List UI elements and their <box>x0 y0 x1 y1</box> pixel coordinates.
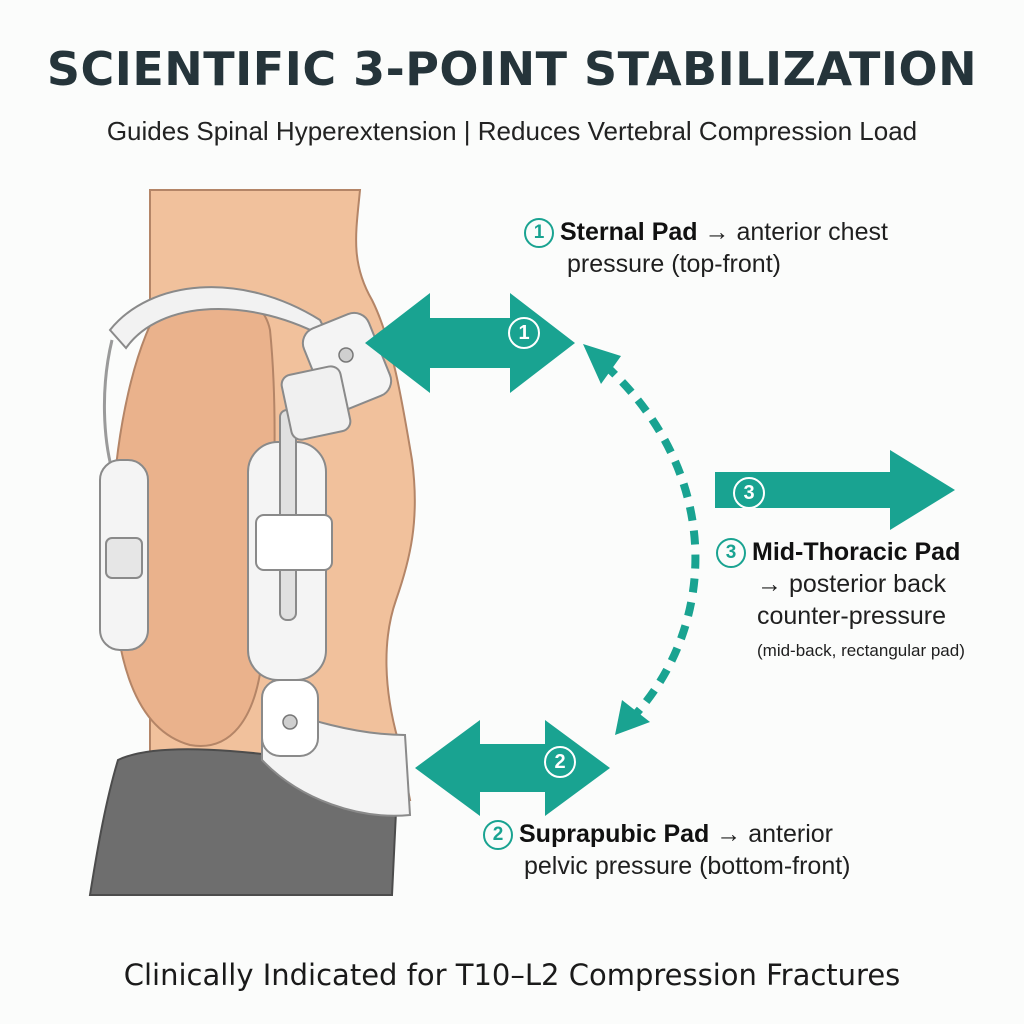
numbered-badge-icon-2: 2 <box>483 820 513 850</box>
force-arrow-icon-2 <box>415 720 610 816</box>
page-subtitle: Guides Spinal Hyperextension | Reduces V… <box>106 116 918 146</box>
curved-dashed-arrow-icon <box>602 362 700 718</box>
force-arrow-icon-3 <box>715 450 955 530</box>
suprapubic-pad-arrow: → <box>716 820 742 848</box>
sternal-pad-name: Sternal Pad <box>560 218 698 246</box>
brace <box>99 286 412 817</box>
sternal-pivot <box>338 347 354 363</box>
mid-thoracic-pad-arrow: → <box>757 570 782 598</box>
numbered-badge-icon-1: 1 <box>524 218 554 248</box>
mid-thoracic-clip <box>105 537 143 579</box>
arrow-badge-3: 3 <box>733 477 765 509</box>
back-cable <box>102 339 114 471</box>
sternal-pad-arrow: → <box>704 218 730 246</box>
curved-arrow-head-bottom <box>615 700 650 735</box>
mid-thoracic-pad-note: (mid-back, rectangular pad) <box>757 641 965 660</box>
suprapubic-pad-desc-2: pelvic pressure (bottom-front) <box>524 852 851 880</box>
suprapubic-pad-name: Suprapubic Pad <box>519 820 710 848</box>
arrow-badge-1: 1 <box>508 317 540 349</box>
sternal-pad-desc-2: pressure (top-front) <box>567 250 781 278</box>
suprapubic-pad-desc-1: anterior <box>748 820 833 848</box>
side-buckle <box>255 514 333 571</box>
pelvic-pivot <box>282 714 298 730</box>
page-title: SCIENTIFIC 3-POINT STABILIZATION <box>46 42 978 96</box>
curved-arrow-head-top <box>583 344 621 384</box>
mid-thoracic-pad-name: Mid-Thoracic Pad <box>752 538 961 566</box>
footer-indication: Clinically Indicated for T10–L2 Compress… <box>123 958 901 992</box>
mid-thoracic-pad-desc-2: counter-pressure <box>757 602 946 630</box>
mid-thoracic-pad-desc-1: posterior back <box>788 570 946 598</box>
numbered-badge-icon-3: 3 <box>716 538 746 568</box>
sternal-mount <box>280 365 352 441</box>
sternal-pad-desc-1: anterior chest <box>736 218 888 246</box>
arrow-badge-2: 2 <box>544 746 576 778</box>
